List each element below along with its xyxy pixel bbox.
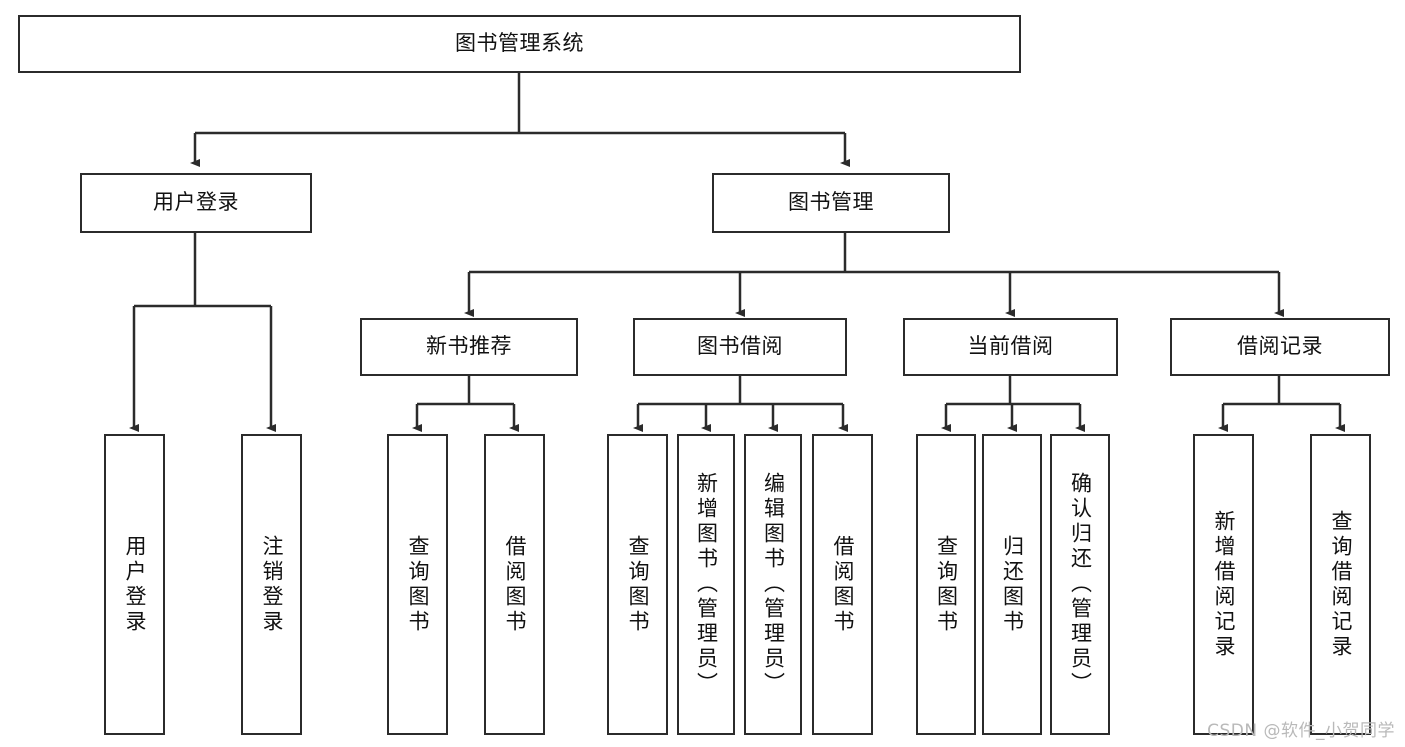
leaf-borrow-book-2-label: 借阅图书 [830,534,855,635]
node-current-borrow-label: 当前借阅 [967,334,1054,359]
leaf-edit-book-admin[interactable]: 编辑图书（管理员） [744,434,802,735]
leaf-query-book-2-label: 查询图书 [625,534,650,635]
leaf-add-book-admin-label: 新增图书（管理员） [694,472,719,697]
leaf-query-borrow-record[interactable]: 查询借阅记录 [1310,434,1371,735]
leaf-query-book-1-label: 查询图书 [405,534,430,635]
node-book-management[interactable]: 图书管理 [712,173,950,233]
leaf-query-borrow-record-label: 查询借阅记录 [1328,509,1353,660]
leaf-query-book-2[interactable]: 查询图书 [607,434,668,735]
node-new-book-recommend-label: 新书推荐 [426,334,512,359]
leaf-return-book-label: 归还图书 [1000,534,1025,635]
leaf-confirm-return-admin[interactable]: 确认归还（管理员） [1050,434,1110,735]
node-book-management-label: 图书管理 [788,190,874,215]
node-borrow-records[interactable]: 借阅记录 [1170,318,1390,376]
leaf-logout-label: 注销登录 [259,534,284,635]
node-root-label: 图书管理系统 [455,31,584,56]
leaf-user-login[interactable]: 用户登录 [104,434,165,735]
node-root[interactable]: 图书管理系统 [18,15,1021,73]
leaf-borrow-book-1[interactable]: 借阅图书 [484,434,545,735]
node-book-borrow-label: 图书借阅 [697,334,783,359]
leaf-edit-book-admin-label: 编辑图书（管理员） [761,472,786,697]
leaf-logout[interactable]: 注销登录 [241,434,302,735]
node-book-borrow[interactable]: 图书借阅 [633,318,847,376]
node-borrow-records-label: 借阅记录 [1237,334,1323,359]
node-user-login[interactable]: 用户登录 [80,173,312,233]
leaf-borrow-book-2[interactable]: 借阅图书 [812,434,873,735]
node-current-borrow[interactable]: 当前借阅 [903,318,1118,376]
node-user-login-label: 用户登录 [153,190,239,215]
leaf-add-borrow-record-label: 新增借阅记录 [1211,509,1236,660]
leaf-query-book-3-label: 查询图书 [934,534,959,635]
leaf-user-login-label: 用户登录 [122,534,147,635]
leaf-query-book-1[interactable]: 查询图书 [387,434,448,735]
leaf-confirm-return-admin-label: 确认归还（管理员） [1068,472,1093,697]
leaf-add-book-admin[interactable]: 新增图书（管理员） [677,434,735,735]
watermark-text: CSDN @软件_小贺同学 [1207,721,1395,741]
node-new-book-recommend[interactable]: 新书推荐 [360,318,578,376]
leaf-return-book[interactable]: 归还图书 [982,434,1042,735]
leaf-borrow-book-1-label: 借阅图书 [502,534,527,635]
leaf-query-book-3[interactable]: 查询图书 [916,434,976,735]
leaf-add-borrow-record[interactable]: 新增借阅记录 [1193,434,1254,735]
